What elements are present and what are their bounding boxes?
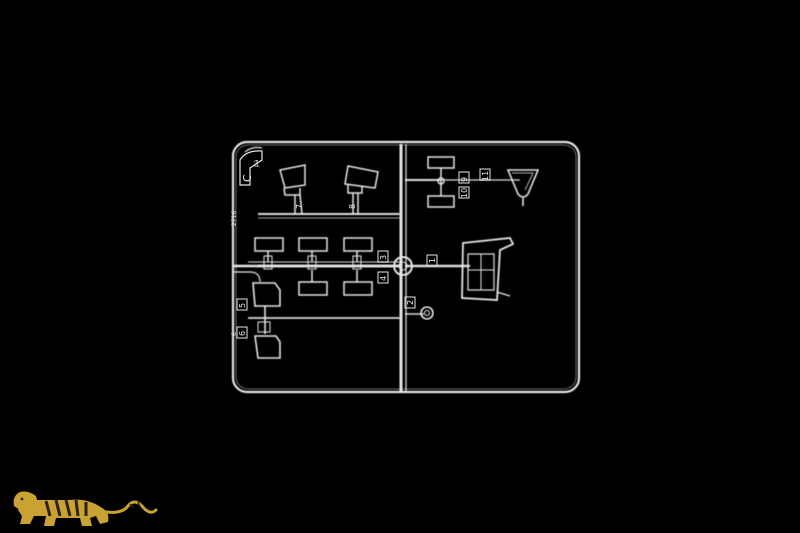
tiger-icon (13, 491, 158, 526)
mould-mark-small: 6 (231, 332, 238, 336)
part-label-2: 2 (406, 300, 415, 305)
part-1-frame (461, 237, 515, 301)
part-number-tags (236, 168, 491, 339)
part-label-1: 1 (428, 258, 437, 263)
sprue-letter-badge: C pa (239, 150, 263, 186)
part-label-6: 6 (238, 331, 247, 336)
part-label-4: 4 (379, 276, 388, 281)
sprue-runners (248, 179, 520, 319)
part-8-mirror (344, 165, 379, 214)
part-11-shield (506, 169, 540, 206)
mould-mark: 2716 (231, 211, 238, 226)
part-label-11: 11 (481, 171, 490, 181)
part-label-5: 5 (238, 303, 247, 308)
part-10-9-levers (427, 156, 455, 208)
part-label-3: 3 (379, 255, 388, 260)
ejector-ring (420, 306, 434, 320)
sprue-code: pa (253, 159, 260, 167)
sprue-letter: C (241, 174, 254, 182)
part-5-panel (252, 282, 281, 318)
part-label-8: 8 (348, 204, 357, 209)
part-number-labels: 7 8 10 9 11 3 4 1 2 5 6 2716 6 (231, 171, 490, 336)
part-label-10: 10 (460, 188, 469, 198)
part-label-9: 9 (460, 177, 469, 182)
part-6-panel (254, 318, 281, 359)
part-7-mirror (279, 164, 306, 215)
part-4-row (298, 270, 373, 296)
sprue-hub (393, 256, 413, 276)
part-3-row (254, 237, 373, 270)
part-label-7: 7 (295, 204, 304, 209)
